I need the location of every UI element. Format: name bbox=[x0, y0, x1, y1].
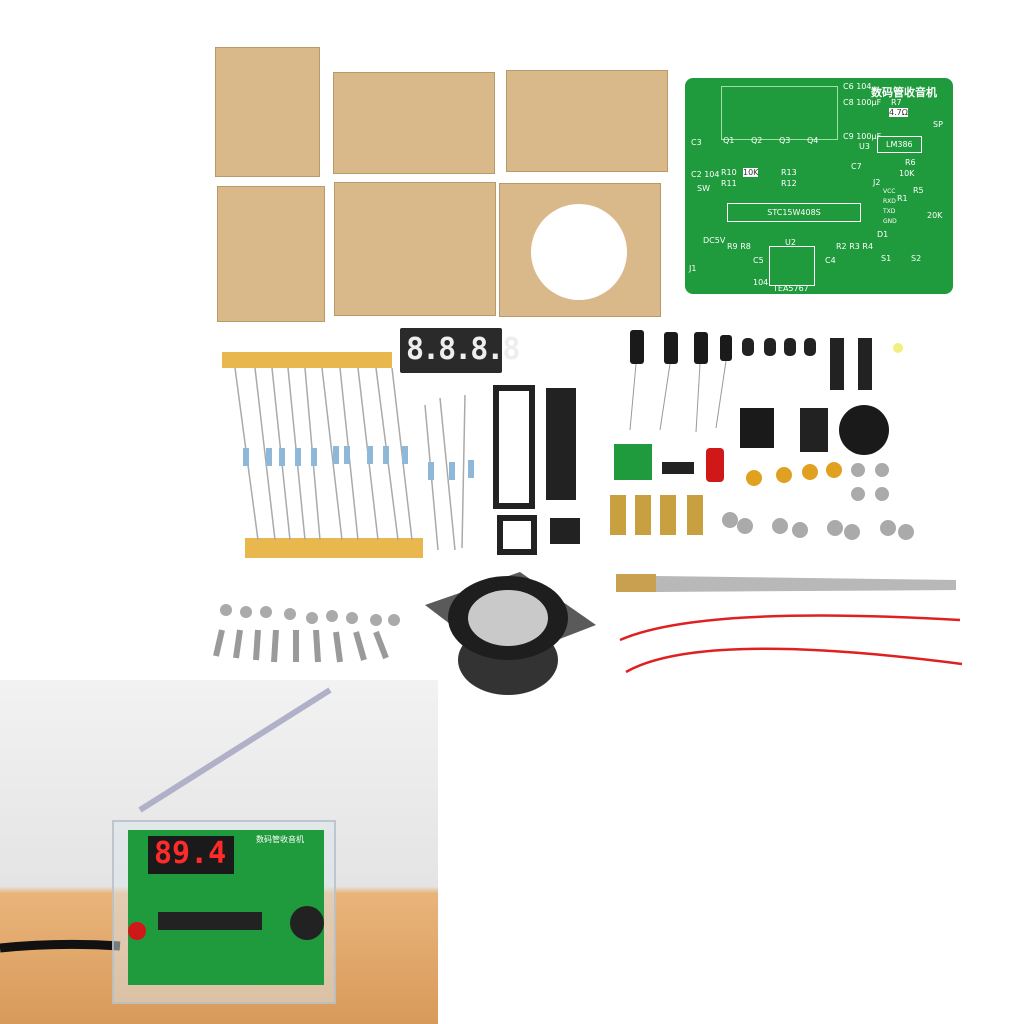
tuner-module bbox=[614, 444, 652, 480]
power-cable bbox=[0, 939, 121, 953]
assembled-mcu bbox=[158, 912, 262, 930]
resistor-tape-bottom bbox=[245, 538, 423, 558]
acrylic-panel-top-middle bbox=[333, 72, 495, 174]
speaker-dome bbox=[468, 590, 548, 646]
pcb-label: R12 bbox=[781, 179, 797, 188]
red-wire-1 bbox=[619, 614, 961, 642]
assembled-red-button bbox=[128, 922, 146, 940]
amp-chip-label: LM386 bbox=[877, 136, 922, 153]
pcb-title: 数码管收音机 bbox=[871, 86, 937, 99]
pcb-label: RXD bbox=[883, 198, 896, 205]
led-display-module: 8.8.8.8 bbox=[400, 328, 520, 373]
resistor-bodies bbox=[243, 446, 474, 480]
pcb-label: 10K bbox=[743, 168, 759, 177]
pcb-label: C4 bbox=[825, 256, 836, 265]
screws-nuts-right bbox=[722, 463, 914, 540]
pcb-label: U3 bbox=[859, 142, 870, 151]
led-digits: 8.8.8.8 bbox=[406, 332, 520, 367]
pcb-label: Q4 bbox=[807, 136, 819, 145]
acrylic-panel-top-left bbox=[215, 47, 320, 177]
tuner-chip-label: TEA5767 bbox=[773, 284, 809, 293]
pcb-label: U2 bbox=[785, 238, 796, 247]
acrylic-panel-speaker bbox=[499, 183, 661, 317]
bolts bbox=[213, 629, 389, 663]
acrylic-panel-top-right bbox=[506, 70, 668, 172]
antenna-base bbox=[616, 574, 656, 592]
pcb-label: SW bbox=[697, 184, 710, 193]
red-wire-2 bbox=[625, 647, 963, 674]
telescopic-antenna bbox=[656, 576, 956, 592]
pcb-label: 20K bbox=[927, 211, 943, 220]
pcb-label: J1 bbox=[689, 264, 697, 273]
pcb-label: C8 100μF bbox=[843, 98, 882, 107]
assembled-pcb: 89.4 数码管收音机 bbox=[128, 830, 324, 985]
pcb-label: 4.7Ω bbox=[889, 108, 908, 117]
transistors bbox=[742, 338, 816, 356]
pcb-label: Q3 bbox=[779, 136, 791, 145]
assembled-pcb-title: 数码管收音机 bbox=[256, 835, 304, 844]
pcb-label: 104 bbox=[753, 278, 769, 287]
pcb-board: 数码管收音机 C6 104 C8 100μF C9 100μF R7 4.7Ω … bbox=[685, 78, 953, 294]
pcb-label: R10 bbox=[721, 168, 737, 177]
pcb-label: C9 100μF bbox=[843, 132, 882, 141]
pcb-label: J2 bbox=[873, 178, 881, 187]
pcb-label: Q2 bbox=[751, 136, 763, 145]
assembled-buzzer bbox=[290, 906, 324, 940]
pin-header bbox=[662, 462, 694, 474]
assembled-antenna bbox=[138, 687, 332, 813]
pcb-label: R13 bbox=[781, 168, 797, 177]
pcb-label: C2 104 bbox=[691, 170, 720, 179]
pcb-label: R7 bbox=[891, 98, 902, 107]
electrolytic-capacitors bbox=[630, 330, 732, 364]
pcb-label: VCC bbox=[883, 188, 896, 195]
acrylic-panel-bottom-left bbox=[217, 186, 325, 322]
pcb-label: R2 R3 R4 bbox=[836, 242, 874, 251]
brass-standoffs bbox=[610, 495, 703, 535]
capacitor-leads bbox=[629, 360, 727, 433]
assembled-display bbox=[148, 836, 234, 874]
pcb-label: SP bbox=[933, 120, 943, 129]
pcb-label: D1 bbox=[877, 230, 889, 239]
assembled-radio-photo: 89.4 数码管收音机 bbox=[0, 680, 438, 1024]
pcb-label: R1 bbox=[897, 194, 908, 203]
pcb-label: Q1 bbox=[723, 136, 735, 145]
dc-jack bbox=[740, 408, 774, 448]
red-button-cap bbox=[706, 448, 724, 482]
amp-chip bbox=[550, 518, 580, 544]
pcb-label: 10K bbox=[899, 169, 915, 178]
acrylic-panel-bottom-middle bbox=[334, 182, 496, 316]
mcu-chip bbox=[546, 388, 576, 500]
pcb-label: R5 bbox=[913, 186, 924, 195]
pcb-label: R11 bbox=[721, 179, 737, 188]
mcu-chip-label: STC15W408S bbox=[727, 203, 861, 222]
pcb-label: S2 bbox=[911, 254, 922, 263]
pcb-label: R9 R8 bbox=[727, 242, 751, 251]
pcb-label: R6 bbox=[905, 158, 916, 167]
buzzer bbox=[839, 405, 889, 455]
ceramic-capacitors bbox=[746, 462, 842, 486]
pcb-display-outline bbox=[721, 86, 838, 140]
led bbox=[893, 343, 903, 353]
pcb-label: C3 bbox=[691, 138, 702, 147]
tuner-module-outline bbox=[769, 246, 815, 286]
frequency-display: 89.4 bbox=[154, 836, 227, 871]
pcb-label: DC5V bbox=[703, 236, 726, 245]
power-switch bbox=[800, 408, 828, 452]
pcb-label: S1 bbox=[881, 254, 892, 263]
ic-socket-8 bbox=[497, 515, 537, 555]
resistor-tape-top bbox=[222, 352, 392, 368]
pcb-label: C5 bbox=[753, 256, 764, 265]
pcb-label: GND bbox=[883, 218, 897, 225]
pcb-label: TXD bbox=[883, 208, 896, 215]
pcb-label: C6 104 bbox=[843, 82, 872, 91]
pcb-label: C7 bbox=[851, 162, 862, 171]
screws-nuts-left bbox=[220, 604, 400, 626]
ic-socket-28 bbox=[493, 385, 535, 509]
speaker-hole bbox=[531, 204, 627, 300]
tact-buttons bbox=[830, 338, 872, 390]
